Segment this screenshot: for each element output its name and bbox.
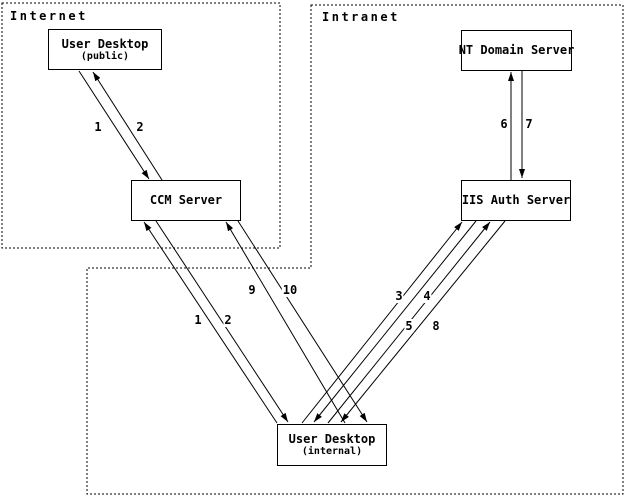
edge-label-8-iis-internal: 8: [431, 319, 441, 333]
node-title: IIS Auth Server: [461, 193, 571, 207]
edge-label-1-internal-ccm: 1: [193, 313, 203, 327]
node-user-desktop-internal: User Desktop (internal): [277, 424, 387, 466]
node-title: CCM Server: [149, 193, 223, 207]
node-subtitle: (public): [80, 50, 130, 62]
edge-10-ccm-to-internal: [237, 220, 368, 423]
edge-3-internal-to-iis: [301, 221, 463, 424]
internet-zone-outline: [1, 2, 281, 249]
edge-label-2-ccm-internal: 2: [223, 313, 233, 327]
edge-1-public-to-ccm: [78, 70, 150, 180]
internet-zone-label: Internet: [10, 9, 88, 23]
edge-9-internal-to-ccm: [225, 221, 346, 424]
edge-8-iis-to-internal: [340, 220, 506, 423]
edge-label-2-ccm-public: 2: [135, 120, 145, 134]
node-subtitle: (internal): [301, 446, 363, 457]
node-nt-domain-server: NT Domain Server: [458, 30, 575, 71]
edge-label-9-internal-ccm: 9: [247, 283, 257, 297]
edge-2-ccm-to-internal: [155, 220, 289, 423]
node-title: User Desktop: [288, 432, 376, 446]
edge-1-internal-to-ccm: [143, 221, 278, 424]
node-iis-auth-server: IIS Auth Server: [461, 180, 571, 221]
edge-4-iis-to-internal: [313, 220, 477, 423]
edge-label-7-nt-iis: 7: [524, 117, 534, 131]
node-title: NT Domain Server: [458, 43, 575, 57]
edge-label-4-iis-internal: 4: [422, 289, 432, 303]
intranet-zone-outline: [86, 4, 624, 495]
edge-label-1-public-ccm: 1: [93, 120, 103, 134]
node-user-desktop-public: User Desktop (public): [48, 29, 162, 70]
edge-label-10-ccm-internal: 10: [281, 283, 299, 297]
edge-2-ccm-to-public: [92, 71, 163, 181]
node-title: User Desktop: [61, 36, 149, 51]
edge-label-3-internal-iis: 3: [394, 289, 404, 303]
edge-label-6-iis-nt: 6: [499, 117, 509, 131]
node-ccm-server: CCM Server: [131, 180, 241, 221]
edge-label-5-internal-iis: 5: [404, 319, 414, 333]
intranet-zone-label: Intranet: [322, 10, 400, 24]
